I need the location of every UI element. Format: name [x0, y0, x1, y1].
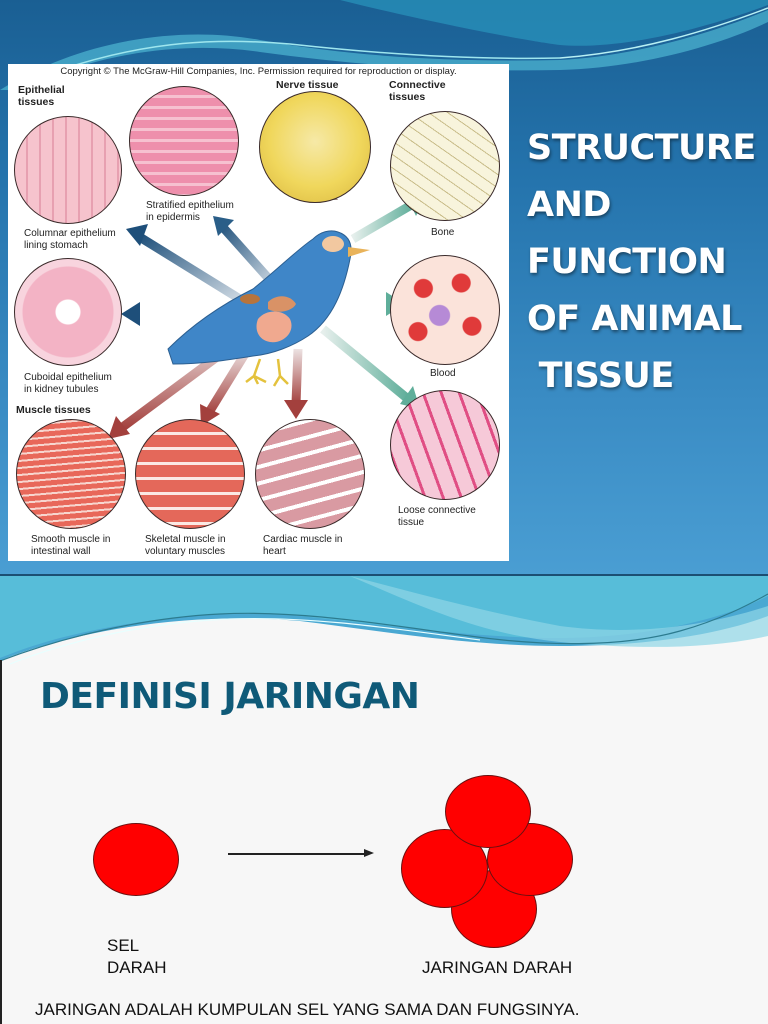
decorative-wave-top — [0, 0, 768, 90]
label-nerve-tissue: Nerve tissue — [276, 79, 339, 91]
tissue-stratified-epithelium — [129, 86, 239, 196]
tissue-label: JARINGAN DARAH — [422, 958, 573, 977]
title-line-3: FUNCTION — [527, 242, 727, 282]
slide-border — [0, 660, 2, 1024]
tissue-skeletal-muscle — [135, 419, 245, 529]
label-stratified-epithelium: Stratified epithelium in epidermis — [146, 200, 234, 223]
decorative-wave-header — [0, 576, 768, 665]
label-skeletal-muscle: Skeletal muscle in voluntary muscles — [145, 534, 226, 557]
tissue-columnar-epithelium — [14, 116, 122, 224]
label-muscle-tissues: Muscle tissues — [16, 404, 91, 416]
cell-label: SEL DARAH — [107, 935, 167, 979]
slide-title: STRUCTURE AND FUNCTION OF ANIMAL TISSUE — [527, 120, 767, 405]
slide-heading: DEFINISI JARINGAN — [40, 676, 420, 717]
tissue-blood — [390, 255, 500, 365]
tissue-cardiac-muscle — [255, 419, 365, 529]
label-loose-connective: Loose connective tissue — [398, 505, 476, 528]
arrow-line — [228, 853, 366, 855]
slide-1: Copyright © The McGraw-Hill Companies, I… — [0, 0, 768, 576]
label-cuboidal-epithelium: Cuboidal epithelium in kidney tubules — [24, 372, 112, 395]
single-blood-cell — [93, 823, 179, 896]
label-smooth-muscle: Smooth muscle in intestinal wall — [31, 534, 111, 557]
tissue-cuboidal-epithelium — [14, 258, 122, 366]
label-connective-tissues: Connective tissues — [389, 79, 446, 103]
definition-text: JARINGAN ADALAH KUMPULAN SEL YANG SAMA D… — [35, 1000, 580, 1019]
tissue-nerve — [259, 91, 371, 203]
tissue-diagram: Copyright © The McGraw-Hill Companies, I… — [8, 64, 509, 561]
label-columnar-epithelium: Columnar epithelium lining stomach — [24, 228, 116, 251]
label-bone: Bone — [431, 227, 455, 238]
label-cardiac-muscle: Cardiac muscle in heart — [263, 534, 343, 557]
slide-2: DEFINISI JARINGAN — [0, 576, 768, 1024]
tissue-cell-top — [445, 775, 531, 848]
tissue-loose-connective — [390, 390, 500, 500]
arrow-head-icon — [364, 849, 374, 857]
label-blood: Blood — [430, 368, 456, 379]
tissue-bone — [390, 111, 500, 221]
cell-label-line-2: DARAH — [107, 958, 167, 977]
title-line-1: STRUCTURE — [527, 128, 756, 168]
slide-border — [0, 574, 768, 576]
title-line-2: AND — [527, 185, 611, 225]
label-epithelial-tissues: Epithelial tissues — [18, 84, 65, 108]
copyright-notice: Copyright © The McGraw-Hill Companies, I… — [60, 66, 457, 77]
title-line-4: OF ANIMAL — [527, 299, 742, 339]
title-line-5: TISSUE — [527, 356, 675, 396]
cell-label-line-1: SEL — [107, 936, 140, 955]
tissue-smooth-muscle — [16, 419, 126, 529]
